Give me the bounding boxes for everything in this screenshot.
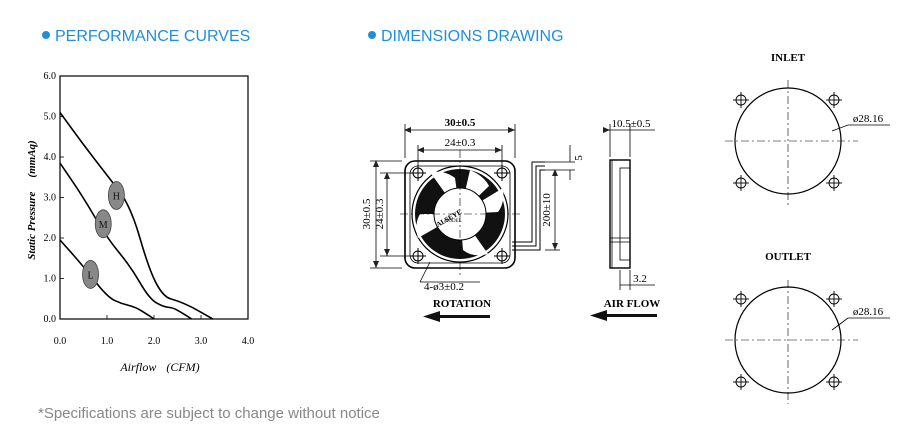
rotation-arrow-icon bbox=[423, 311, 490, 322]
outlet-view bbox=[725, 280, 890, 404]
rotation-label: ROTATION bbox=[433, 298, 491, 310]
hole-spacing-top-dimension: 24±0.3 bbox=[445, 137, 476, 149]
y-tick-label: 3.0 bbox=[44, 193, 57, 204]
performance-chart: 0.0 1.0 2.0 3.0 4.0 5.0 6.0 0.0 1.0 2.0 3.0 4.0 H M L… bbox=[26, 71, 254, 374]
y-tick-label: 5.0 bbox=[44, 112, 57, 123]
series-line-l bbox=[59, 239, 155, 320]
series-marker-m bbox=[94, 209, 112, 239]
y-tick-label: 1.0 bbox=[44, 274, 57, 285]
hole-spacing-side-dimension: 24±0.3 bbox=[374, 198, 386, 229]
series-marker-h bbox=[108, 181, 125, 210]
bullet-icon bbox=[368, 30, 376, 39]
y-tick-label: 4.0 bbox=[44, 152, 57, 163]
performance-header-label: PERFORMANCE CURVES bbox=[55, 28, 251, 45]
x-tick-label: 0.0 bbox=[54, 336, 67, 347]
x-tick-label: 1.0 bbox=[101, 336, 114, 347]
inlet-view bbox=[725, 80, 890, 205]
x-tick-label: 2.0 bbox=[148, 336, 161, 347]
height-dimension: 30±0.5 bbox=[361, 198, 373, 229]
y-tick-label: 0.0 bbox=[44, 314, 57, 325]
fan-side-view bbox=[603, 124, 655, 290]
y-axis-label: Static Pressure(mmAq) bbox=[26, 140, 38, 259]
bullet-icon bbox=[42, 30, 50, 39]
depth-dimension: 10.5±0.5 bbox=[611, 118, 651, 130]
lead-length-dimension: 200±10 bbox=[541, 193, 553, 227]
performance-curves-header: PERFORMANCE CURVES bbox=[42, 28, 250, 46]
footer-note: *Specifications are subject to change wi… bbox=[38, 405, 380, 422]
lead-offset-dimension: 5 bbox=[573, 155, 585, 161]
series-label-m: M bbox=[99, 220, 108, 231]
outlet-diameter: ø28.16 bbox=[853, 306, 884, 318]
inlet-title: INLET bbox=[771, 52, 806, 64]
series-label-h: H bbox=[113, 191, 120, 202]
x-axis-label: Airflow(CFM) bbox=[119, 360, 199, 374]
y-tick-label: 6.0 bbox=[44, 71, 57, 82]
x-tick-label: 4.0 bbox=[242, 336, 255, 347]
mounting-holes bbox=[410, 165, 510, 264]
inlet-diameter: ø28.16 bbox=[853, 113, 884, 125]
dimensions-header-label: DIMENSIONS DRAWING bbox=[381, 28, 564, 45]
series-label-l: L bbox=[87, 270, 93, 281]
series-line-h bbox=[59, 111, 214, 320]
fan-front-view bbox=[400, 150, 545, 278]
width-dimension: 30±0.5 bbox=[445, 117, 476, 129]
holes-dimension: 4-ø3±0.2 bbox=[424, 281, 464, 293]
airflow-label: AIR FLOW bbox=[604, 298, 661, 310]
outlet-title: OUTLET bbox=[765, 251, 812, 263]
airflow-arrow-icon bbox=[590, 310, 657, 321]
model-label: MODEL bbox=[444, 219, 462, 224]
x-tick-label: 3.0 bbox=[195, 336, 208, 347]
series-marker-l bbox=[82, 260, 99, 289]
dimensions-drawing-header: DIMENSIONS DRAWING bbox=[368, 28, 564, 46]
front-dimensions bbox=[370, 124, 575, 283]
series-line-m bbox=[59, 162, 193, 320]
y-tick-label: 2.0 bbox=[44, 233, 57, 244]
base-dimension: 3.2 bbox=[633, 273, 647, 285]
